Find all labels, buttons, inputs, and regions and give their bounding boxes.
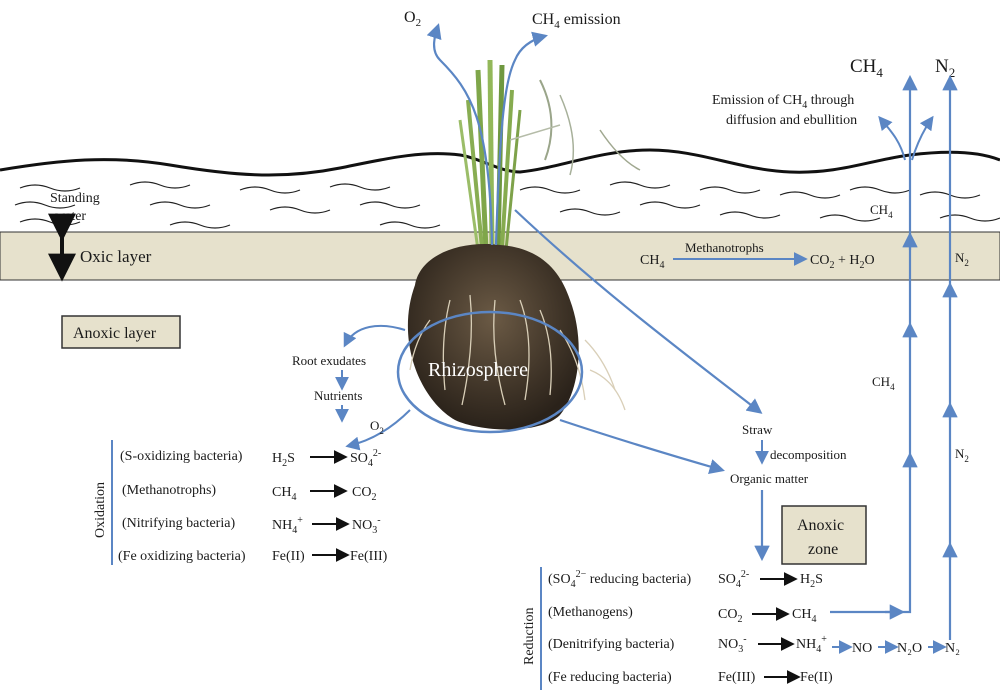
oxidation-organism-3: (Fe oxidizing bacteria) — [118, 549, 246, 564]
organic-matter-label: Organic matter — [730, 471, 809, 486]
root-exudates-label: Root exudates — [292, 353, 366, 368]
nutrients-label: Nutrients — [314, 388, 362, 403]
denitrify-chain-1: N₂O — [897, 641, 922, 656]
oxidation-to-0: SO42- — [350, 448, 381, 469]
diffusion-branch-left — [878, 115, 906, 161]
ch4-emission-arrow — [494, 31, 548, 246]
oxic-reactant-ch4: CH4 — [640, 253, 664, 271]
oxidation-from-0: H2S — [272, 451, 295, 469]
denitrify-chain-2: N₂ — [945, 641, 960, 656]
decomposition-label: decomposition — [770, 447, 847, 462]
ch4-in-water-label: CH4 — [870, 202, 893, 220]
rhizosphere-label: Rhizosphere — [428, 359, 528, 381]
standing-water-label-2: water — [55, 209, 86, 224]
oxidation-from-2: NH4+ — [272, 515, 303, 536]
reduction-from-3: Fe(III) — [718, 670, 756, 685]
straw-label: Straw — [742, 422, 773, 437]
plant-to-straw-arrow — [514, 209, 763, 414]
standing-water-label-1: Standing — [50, 191, 100, 206]
oxidation-organism-0: (S-oxidizing bacteria) — [120, 449, 243, 464]
o2-emission-arrow — [426, 23, 494, 246]
root-exudates-arrow — [343, 324, 406, 348]
emission-text-line2: diffusion and ebullition — [726, 113, 857, 128]
reduction-organism-0: (SO42− reducing bacteria) — [548, 569, 691, 590]
oxidation-to-3: Fe(III) — [350, 549, 388, 564]
n2-mid-label: N2 — [955, 446, 969, 464]
top-o2-label: O2 — [404, 9, 421, 29]
rice-plant-stems — [458, 59, 641, 251]
reduction-from-2: NO3- — [718, 634, 747, 655]
reduction-to-1: CH4 — [792, 607, 816, 625]
rhizosphere-to-organic-arrow — [559, 418, 725, 474]
reduction-to-3: Fe(II) — [800, 670, 833, 685]
reduction-from-0: SO42- — [718, 569, 749, 590]
anoxic-layer-box — [61, 315, 181, 349]
oxidation-organism-2: (Nitrifying bacteria) — [122, 516, 235, 531]
oxidation-to-2: NO3- — [352, 515, 381, 536]
rhizosphere-o2-label: O2 — [370, 418, 384, 436]
reduction-to-2: NH4+ — [796, 634, 827, 655]
right-top-n2-label: N2 — [935, 56, 955, 80]
water-surface-line — [0, 148, 1000, 177]
water-ripples — [14, 181, 1000, 229]
anoxic-layer-label: Anoxic layer — [73, 325, 157, 342]
root-ball-soil — [407, 244, 579, 430]
oxidation-from-1: CH4 — [272, 485, 296, 503]
top-ch4-emission-label: CH4 emission — [532, 11, 621, 31]
reduction-title: Reduction — [522, 607, 537, 665]
ch4-mid-label: CH4 — [872, 374, 895, 392]
oxidation-title: Oxidation — [93, 482, 108, 538]
anoxic-zone-box — [781, 505, 867, 565]
oxic-layer-label: Oxic layer — [80, 247, 152, 266]
right-top-ch4-label: CH4 — [850, 56, 883, 80]
n2-in-oxic-label: N2 — [955, 250, 969, 268]
oxidation-to-1: CO2 — [352, 485, 376, 503]
reduction-to-0: H2S — [800, 572, 823, 590]
reduction-organism-3: (Fe reducing bacteria) — [548, 670, 672, 685]
emission-text-line1: Emission of CH4 through — [712, 93, 854, 111]
roots — [409, 294, 626, 411]
anoxic-zone-line1: Anoxic — [797, 517, 844, 534]
oxidation-from-3: Fe(II) — [272, 549, 305, 564]
diffusion-branch-right — [911, 115, 934, 161]
reduction-from-1: CO2 — [718, 607, 742, 625]
reduction-organism-1: (Methanogens) — [548, 605, 633, 620]
o2-to-oxidation-arrow — [345, 409, 411, 451]
oxidation-organism-1: (Methanotrophs) — [122, 483, 216, 498]
reduction-organism-2: (Denitrifying bacteria) — [548, 637, 675, 652]
oxic-product-label: CO2 + H2O — [810, 253, 875, 271]
rhizosphere-circle — [396, 310, 584, 434]
anoxic-zone-line2: zone — [808, 541, 838, 558]
ch4-vertical-flow-line — [830, 74, 918, 614]
oxic-enzyme-label: Methanotrophs — [685, 240, 764, 255]
denitrify-chain-0: NO — [852, 641, 872, 656]
